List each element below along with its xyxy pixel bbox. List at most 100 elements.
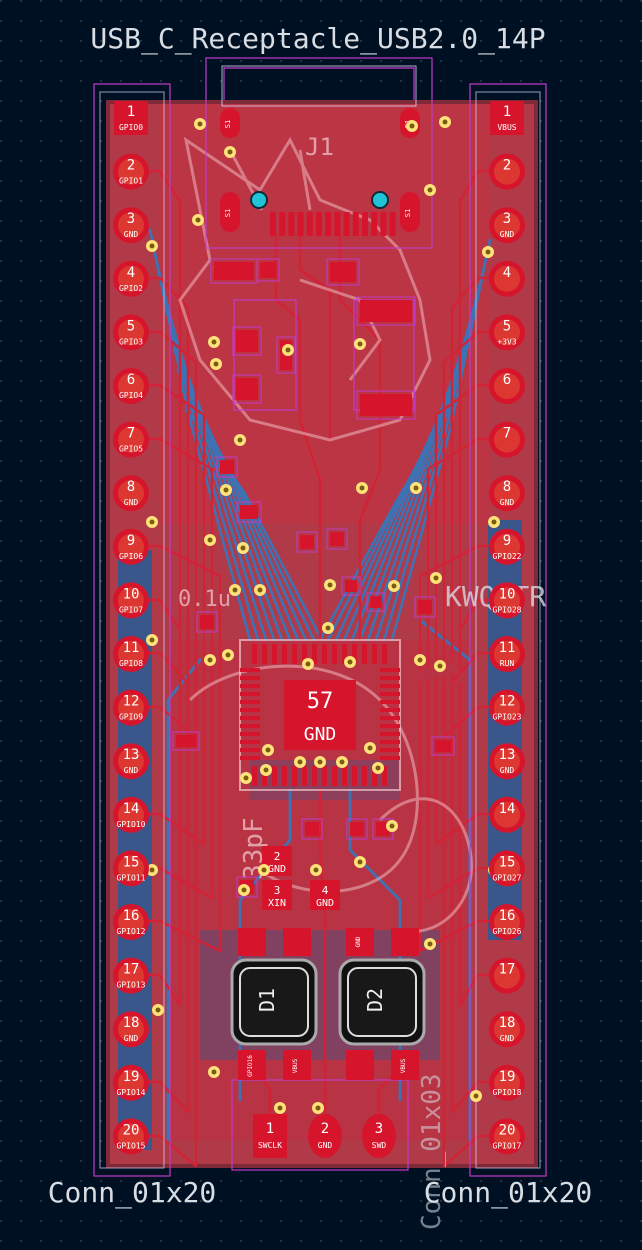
usb-signal-pad <box>288 212 295 236</box>
left-header-pin-number: 4 <box>127 265 135 281</box>
mcu-pin <box>240 716 260 720</box>
via <box>372 762 384 774</box>
mcu-pin <box>380 668 400 672</box>
mcu-pin <box>312 644 317 664</box>
usb-shield-label: S1 <box>404 209 412 217</box>
mcu-pin <box>240 692 260 696</box>
mcu-pin <box>240 676 260 680</box>
led-pad-name: GND <box>355 936 362 947</box>
led-d2: D2 GND VBUS <box>338 928 426 1080</box>
right-header-pin-4: 4 <box>489 260 525 297</box>
swd-pin-number: 2 <box>321 1121 329 1137</box>
left-header-pin-name: GPIO1 <box>119 177 143 186</box>
copper-trace <box>184 408 324 642</box>
via <box>220 484 232 496</box>
left-header-pin-name: GPIO9 <box>119 713 143 722</box>
mcu-pin <box>252 644 257 664</box>
mcu-pin <box>240 748 260 752</box>
via <box>260 764 272 776</box>
via <box>146 634 158 646</box>
smd-part <box>196 611 218 633</box>
via <box>152 1004 164 1016</box>
led-pad-name: VBUS <box>292 1058 299 1073</box>
bottom-connector-label: Conn_01x03 <box>417 1073 447 1230</box>
right-header-pin-name: RUN <box>500 659 515 668</box>
mcu-pin <box>322 644 327 664</box>
left-header-pin-name: GPIO10 <box>117 820 146 829</box>
swd-pin-number: 1 <box>266 1121 274 1137</box>
right-connector-label: Conn_01x20 <box>424 1176 593 1210</box>
copper-trace <box>274 234 322 642</box>
left-connector-label: Conn_01x20 <box>48 1176 217 1210</box>
right-pin-header: 1VBUS23GND45+3V3678GND9GPIO2210GPIO2811R… <box>489 101 525 1155</box>
mcu-pin <box>282 766 287 786</box>
mcu-pin <box>292 766 297 786</box>
crystal-pad-name: XIN <box>268 898 286 909</box>
left-header-pin-number: 18 <box>123 1015 140 1031</box>
mcu-pin <box>312 766 317 786</box>
crystal-pad <box>262 880 292 910</box>
footprint-labels: USB_C_Receptacle_USB2.0_14P Conn_01x20 C… <box>48 22 593 1230</box>
left-header-pin-number: 11 <box>123 640 140 656</box>
left-header-pin-number: 10 <box>123 586 140 602</box>
left-header-pin-number: 7 <box>127 426 135 442</box>
via <box>488 516 500 528</box>
right-header-pin-number: 3 <box>503 211 511 227</box>
left-header-pin-name: GPIO7 <box>119 605 143 614</box>
swd-pin-name: SWCLK <box>258 1141 282 1150</box>
usb-signal-pads <box>270 212 396 236</box>
right-header-pin-number: 13 <box>499 747 516 763</box>
right-header-pin-name: GPIO23 <box>493 713 522 722</box>
mcu-pin <box>380 684 400 688</box>
left-header-pin-name: GND <box>124 1034 139 1043</box>
left-header-pin-number: 6 <box>127 372 135 388</box>
mcu-pin <box>380 732 400 736</box>
via <box>274 1102 286 1114</box>
via <box>410 482 422 494</box>
usb-signal-pad <box>343 212 350 236</box>
right-header-pin-17: 17 <box>489 957 525 994</box>
via <box>356 482 368 494</box>
left-header-pin-number: 17 <box>123 962 140 978</box>
right-header-pin-number: 18 <box>499 1015 516 1031</box>
mcu-pad-name: GND <box>304 724 337 745</box>
fab-outlines <box>99 65 541 1169</box>
smd-part <box>232 374 262 404</box>
usb-signal-pad <box>334 212 341 236</box>
copper-trace <box>298 234 332 442</box>
right-header-pin-number: 1 <box>503 104 511 120</box>
crystal-pad-name: GND <box>316 898 334 909</box>
left-pin-header: 1GPIO02GPIO13GND4GPIO25GPIO36GPIO47GPIO5… <box>113 101 149 1155</box>
via <box>204 534 216 546</box>
mcu-pad-number: 57 <box>307 689 334 714</box>
smd-part <box>210 258 258 284</box>
mcu-pin <box>240 684 260 688</box>
left-header-pin-number: 15 <box>123 854 140 870</box>
cap-value-label: 0.1u <box>178 587 231 612</box>
mcu-pin <box>272 644 277 664</box>
via <box>312 1102 324 1114</box>
mcu-pin <box>342 766 347 786</box>
via <box>344 656 356 668</box>
mcu-pin <box>240 756 260 760</box>
copper-trace <box>164 308 284 642</box>
right-header-pin-number: 9 <box>503 533 511 549</box>
mcu-pin <box>240 668 260 672</box>
right-header-pin-2: 2 <box>489 153 525 190</box>
